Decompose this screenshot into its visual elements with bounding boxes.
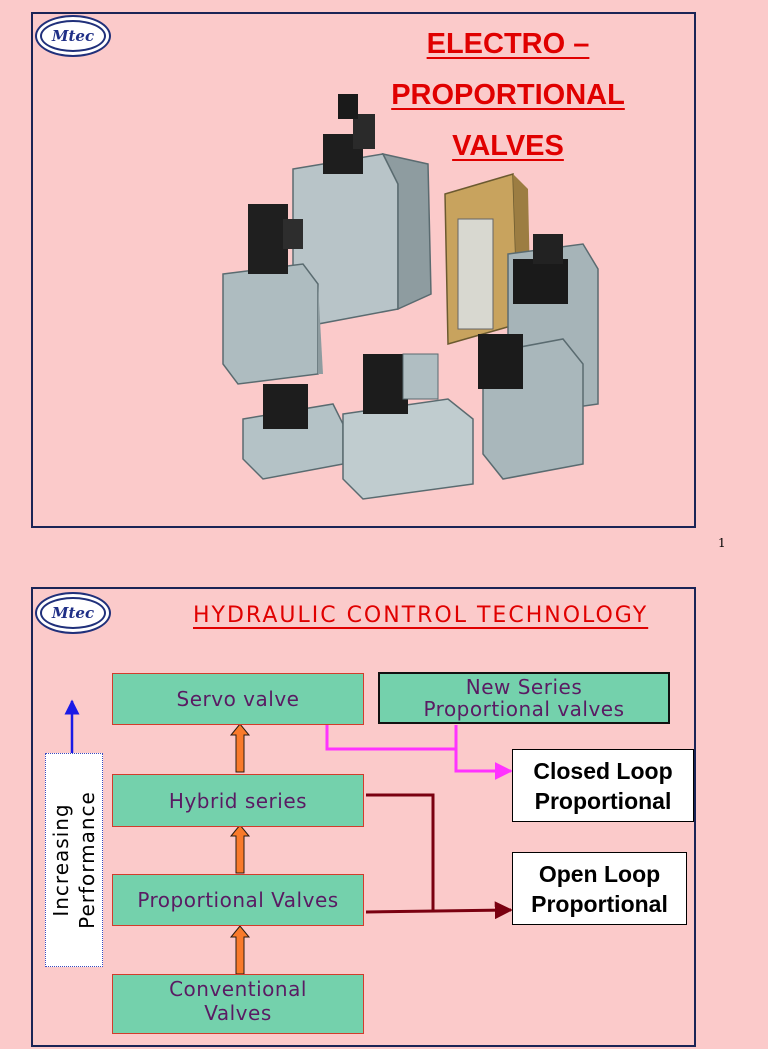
hybrid-series-box: Hybrid series: [112, 774, 364, 827]
title-line-3: VALVES: [452, 130, 564, 162]
mtec-logo: Mtec: [35, 592, 111, 634]
slide-title: HYDRAULIC CONTROL TECHNOLOGY: [193, 603, 649, 628]
large-valve: [292, 94, 432, 325]
conventional-valves-box: Conventional Valves: [112, 974, 364, 1034]
title-line-2: PROPORTIONAL: [391, 79, 625, 111]
closed-loop-box: Closed Loop Proportional: [512, 749, 694, 822]
open-loop-line-2: Proportional: [531, 890, 668, 917]
orange-arrow-conventional-to-proportional: [229, 925, 251, 975]
maroon-connector: [366, 793, 435, 910]
magenta-arrow: [454, 725, 513, 780]
new-series-box: New Series Proportional valves: [378, 672, 670, 724]
servo-valve-box: Servo valve: [112, 673, 364, 725]
proportional-valves-box: Proportional Valves: [112, 874, 364, 926]
new-series-line-2: Proportional valves: [423, 697, 625, 721]
performance-line-1: Increasing: [49, 803, 73, 917]
open-loop-box: Open Loop Proportional: [512, 852, 687, 925]
page-number: 1: [718, 536, 726, 550]
mtec-logo-text: Mtec: [40, 597, 106, 629]
conventional-line-2: Valves: [204, 1001, 272, 1025]
performance-line-2: Performance: [75, 791, 99, 929]
servo-valve-label: Servo valve: [176, 687, 300, 711]
bottom-center-valve: [342, 353, 474, 500]
valves-product-photo: [222, 94, 599, 500]
orange-arrow-proportional-to-hybrid: [229, 824, 251, 874]
hybrid-series-label: Hybrid series: [168, 788, 308, 813]
slide-hydraulic-control: Mtec HYDRAULIC CONTROL TECHNOLOGY: [31, 587, 696, 1047]
left-valve: [222, 204, 323, 385]
performance-text: Increasing Performance: [48, 791, 100, 929]
flow-arrows: [64, 699, 513, 975]
closed-loop-line-1: Closed Loop: [533, 757, 673, 784]
bottom-right-valve: [478, 334, 584, 480]
slide-electro-proportional: Mtec ELECTRO – PROPORTIONAL VALVES: [31, 12, 696, 528]
new-series-line-1: New Series: [465, 675, 583, 699]
small-valve: [242, 384, 344, 480]
orange-arrow-hybrid-to-servo: [229, 723, 251, 773]
open-loop-line-1: Open Loop: [538, 860, 661, 887]
mtec-logo: Mtec: [35, 15, 111, 57]
slide-title: ELECTRO – PROPORTIONAL VALVES: [363, 19, 653, 172]
maroon-arrow: [365, 901, 513, 920]
proportional-valves-label: Proportional Valves: [137, 888, 339, 912]
increasing-performance-label: Increasing Performance: [45, 753, 103, 967]
closed-loop-line-2: Proportional: [534, 787, 672, 814]
magenta-connector: [325, 725, 456, 751]
title-line-1: ELECTRO –: [426, 28, 590, 60]
mtec-logo-text: Mtec: [40, 20, 106, 52]
conventional-line-1: Conventional: [169, 977, 307, 1001]
